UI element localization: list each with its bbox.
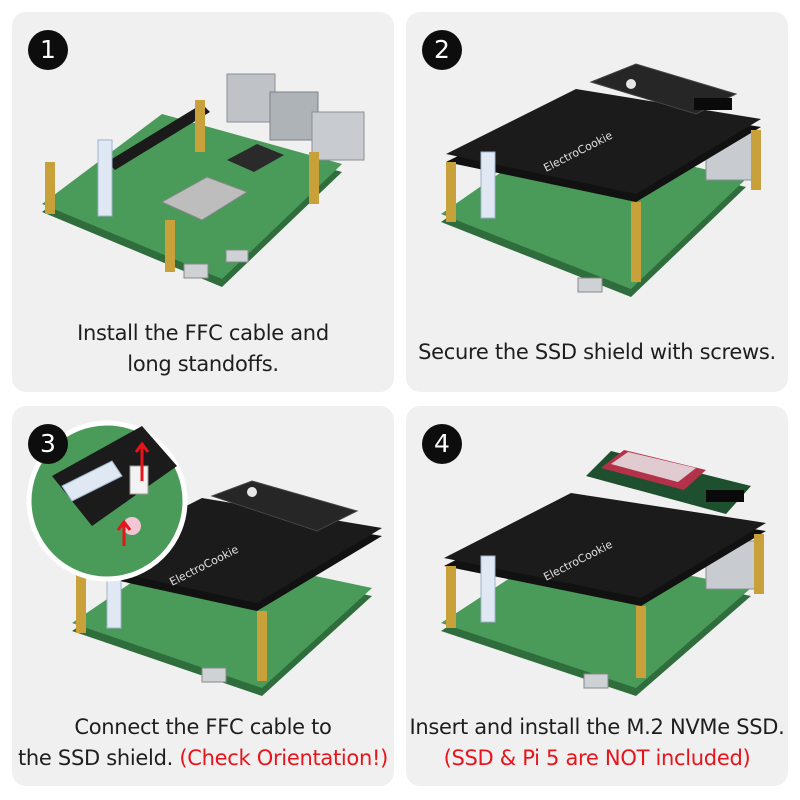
step-number-badge: 2 <box>422 30 462 70</box>
orientation-warning: (Check Orientation!) <box>179 746 388 770</box>
orientation-arrow-icon <box>116 441 150 546</box>
caption-line: Insert and install the M.2 NVMe SSD. <box>409 715 785 739</box>
caption-line: the SSD shield. (Check Orientation!) <box>12 743 394 774</box>
step-caption: Secure the SSD shield with screws. <box>406 337 788 368</box>
ssd-shield-mounted-illustration: ElectroCookie <box>441 63 761 297</box>
ffc-connection-illustration: ElectroCookie <box>26 420 382 696</box>
caption-line: long standoffs. <box>127 352 279 376</box>
raspberry-pi-board-illustration <box>42 73 365 287</box>
step-4-panel: 4 ElectroCookie Insert and install the M… <box>406 406 788 786</box>
caption-line: Connect the FFC cable to <box>74 715 332 739</box>
step-number-badge: 4 <box>422 424 462 464</box>
step-3-panel: 3 ElectroCookie Connect the FFC cable to… <box>12 406 394 786</box>
step-number-badge: 3 <box>28 424 68 464</box>
step-1-panel: 1 Install the FFC cable and long standof… <box>12 12 394 392</box>
step-number-badge: 1 <box>28 30 68 70</box>
not-included-warning: (SSD & Pi 5 are NOT included) <box>443 746 751 770</box>
caption-text: the SSD shield. <box>17 746 180 770</box>
step-caption: Insert and install the M.2 NVMe SSD. (SS… <box>406 712 788 774</box>
caption-line: Install the FFC cable and <box>77 321 329 345</box>
nvme-ssd-installed-illustration: ElectroCookie <box>441 450 766 696</box>
caption-line: Secure the SSD shield with screws. <box>418 340 776 364</box>
step-caption: Install the FFC cable and long standoffs… <box>12 318 394 380</box>
step-caption: Connect the FFC cable to the SSD shield.… <box>12 712 394 774</box>
step-2-panel: 2 ElectroCookie Secure the SSD shield wi… <box>406 12 788 392</box>
